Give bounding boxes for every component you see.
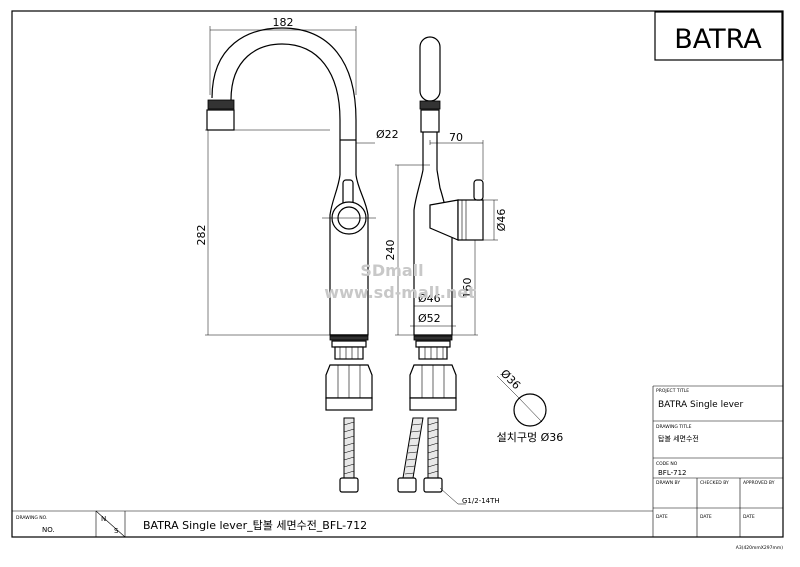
dim-height-282: 282 <box>195 225 208 246</box>
brand-logo-text: BATRA <box>674 24 762 55</box>
brand-box: BATRA <box>654 11 783 61</box>
dim-dia-22: Ø22 <box>376 128 399 141</box>
date-label-1: DATE <box>656 514 668 520</box>
dim-height-160: 160 <box>461 278 474 299</box>
code-no-label: CODE NO <box>656 461 678 467</box>
dim-width-182: 182 <box>273 16 294 29</box>
drawn-by-label: DRAWN BY <box>656 480 680 486</box>
drawing-frame <box>11 10 784 538</box>
drawing-title-label: DRAWING TITLE <box>656 424 692 430</box>
aerator-ring <box>207 99 235 110</box>
date-label-3: DATE <box>743 514 755 520</box>
bottom-bar: DRAWING NO. NO. N S BATRA Single lever_탑… <box>12 510 653 538</box>
aerator <box>206 109 235 131</box>
dim-dia-52: Ø52 <box>418 312 441 325</box>
watermark-line1: SDmall <box>360 261 423 280</box>
no-label: NO. <box>42 526 55 534</box>
supply-hose-left <box>402 417 424 479</box>
dim-height-240: 240 <box>384 240 397 261</box>
dim-length-70: 70 <box>449 131 463 144</box>
paper-size: A3(420mmX297mm) <box>736 545 783 551</box>
install-hole-detail: Ø36 설치구멍 Ø36 <box>497 367 564 444</box>
watermark-line2: www.sd-mall.net <box>324 283 476 302</box>
thread-spec: G1/2-14TH <box>462 497 500 505</box>
drawing-no-label: DRAWING NO. <box>16 515 47 521</box>
drawing-description: BATRA Single lever_탑볼 세면수전_BFL-712 <box>143 519 367 532</box>
dim-dia-36-circle: Ø36 <box>498 367 523 392</box>
lever-handle-side <box>473 179 484 201</box>
title-block: PROJECT TITLE BATRA Single lever DRAWING… <box>652 385 783 537</box>
front-view-faucet: 182 282 Ø22 <box>195 16 399 493</box>
project-title: BATRA Single lever <box>658 400 743 410</box>
code-no: BFL-712 <box>658 469 687 477</box>
project-title-label: PROJECT TITLE <box>656 388 689 394</box>
date-label-2: DATE <box>700 514 712 520</box>
supply-hose-right <box>427 417 439 479</box>
drawing-title: 탑볼 세면수전 <box>658 434 699 443</box>
dim-dia-46-lever: Ø46 <box>495 209 508 232</box>
s-label: S <box>114 527 119 535</box>
supply-hose <box>343 417 355 479</box>
dim-dia-46-base: Ø46 <box>418 292 441 305</box>
n-label: N <box>101 515 106 523</box>
lever-body <box>429 199 459 241</box>
install-hole-label: 설치구멍 Ø36 <box>497 431 564 444</box>
side-view-faucet: 70 Ø46 240 160 Ø46 Ø52 G1/2-14TH <box>384 36 508 505</box>
checked-by-label: CHECKED BY <box>700 480 729 486</box>
approved-by-label: APPROVED BY <box>743 480 775 486</box>
